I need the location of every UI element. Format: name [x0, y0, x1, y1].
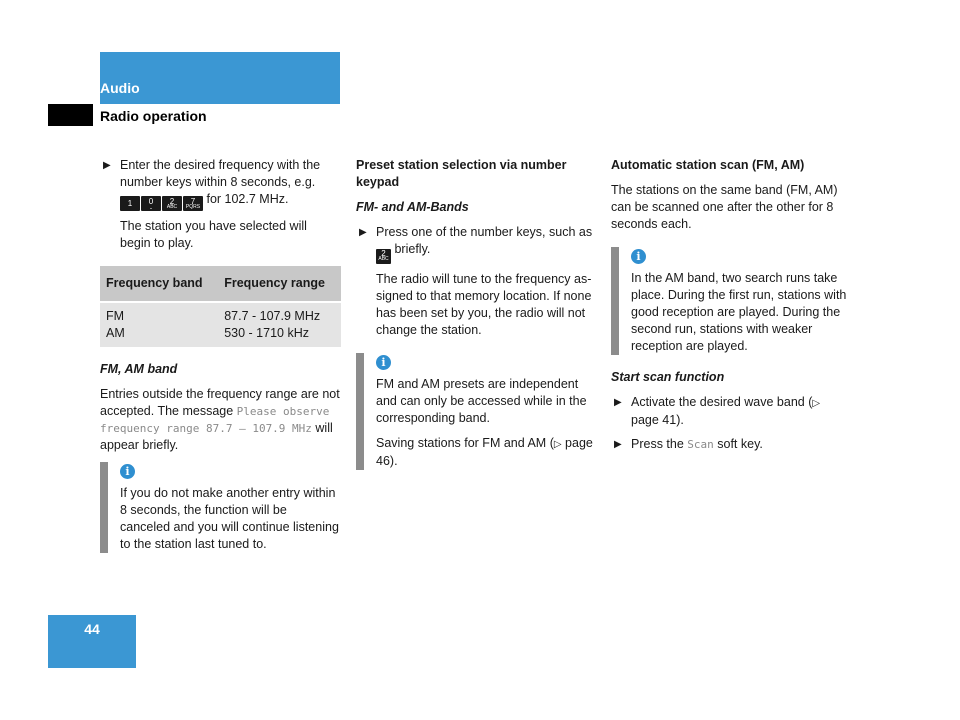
subheading-bands: FM- and AM-Bands — [356, 200, 469, 214]
triangle-right-icon: ▷ — [553, 438, 562, 450]
range-fm: 87.7 - 107.9 MHz — [224, 309, 321, 323]
info-page-ref: Saving stations for FM and AM (▷ page 46… — [376, 435, 593, 468]
key-0: 0⎵ — [141, 196, 161, 211]
column-1: ▶ Enter the desired frequency with the n… — [100, 157, 341, 561]
step-activate-band: ▶ Activate the desired wave band (▷ page… — [614, 395, 821, 427]
band-am: AM — [106, 326, 125, 340]
heading-preset-selection: Preset station selection via number keyp… — [356, 158, 567, 189]
info-box: i If you do not make another entry withi… — [100, 462, 340, 553]
scan-description: The stations on the same band (FM, AM) c… — [611, 183, 838, 231]
subsection-title: Radio operation — [100, 108, 207, 124]
info-text: In the AM band, two search runs take pla… — [631, 271, 847, 353]
column-2: Preset station selection via number keyp… — [356, 157, 596, 478]
frequency-table: Frequency band Frequency range FM AM 87.… — [100, 266, 341, 347]
page-number-box: 44 — [48, 615, 136, 668]
subheading-fm-am-band: FM, AM band — [100, 362, 178, 376]
info-box: i FM and AM presets are independent and … — [356, 352, 596, 470]
arrow-right-icon: ▶ — [359, 227, 367, 238]
key-1: 1 — [120, 196, 140, 211]
band-fm: FM — [106, 309, 125, 323]
table-header-range: Frequency range — [218, 266, 341, 302]
step-press-scan: ▶ Press the Scan soft key. — [614, 437, 763, 451]
table-header-band: Frequency band — [100, 266, 219, 302]
column-3: Automatic station scan (FM, AM) The stat… — [611, 157, 851, 460]
info-text: If you do not make another entry within … — [120, 486, 339, 551]
page-number: 44 — [84, 621, 100, 637]
display-message: Please observe frequency range 87.7 – 10… — [100, 405, 330, 435]
step-press-number-key: ▶ Press one of the number keys, such as … — [359, 225, 593, 264]
arrow-right-icon: ▶ — [103, 160, 111, 171]
info-text: FM and AM presets are independent and ca… — [376, 376, 587, 425]
section-title: Audio — [100, 80, 140, 96]
header-marker — [48, 104, 93, 126]
step-enter-frequency: ▶ Enter the desired frequency with the n… — [103, 158, 321, 211]
info-icon: i — [120, 464, 135, 479]
range-message-paragraph: Entries outside the frequency range are … — [100, 387, 340, 452]
arrow-right-icon: ▶ — [614, 439, 622, 450]
info-box: i In the AM band, two search runs take p… — [611, 247, 851, 355]
table-row: FM AM 87.7 - 107.9 MHz 530 - 1710 kHz — [100, 301, 341, 347]
scan-softkey-label: Scan — [687, 438, 714, 451]
info-icon: i — [631, 249, 646, 264]
subheading-start-scan: Start scan function — [611, 370, 725, 384]
step-result: The radio will tune to the frequency as-… — [376, 271, 592, 337]
range-am: 530 - 1710 kHz — [224, 326, 309, 340]
arrow-right-icon: ▶ — [614, 397, 622, 408]
header-band — [100, 52, 340, 104]
info-icon: i — [376, 354, 391, 370]
heading-auto-scan: Automatic station scan (FM, AM) — [611, 158, 805, 172]
step-result: The station you have selected will begin… — [120, 219, 307, 250]
triangle-right-icon: ▷ — [812, 398, 821, 409]
